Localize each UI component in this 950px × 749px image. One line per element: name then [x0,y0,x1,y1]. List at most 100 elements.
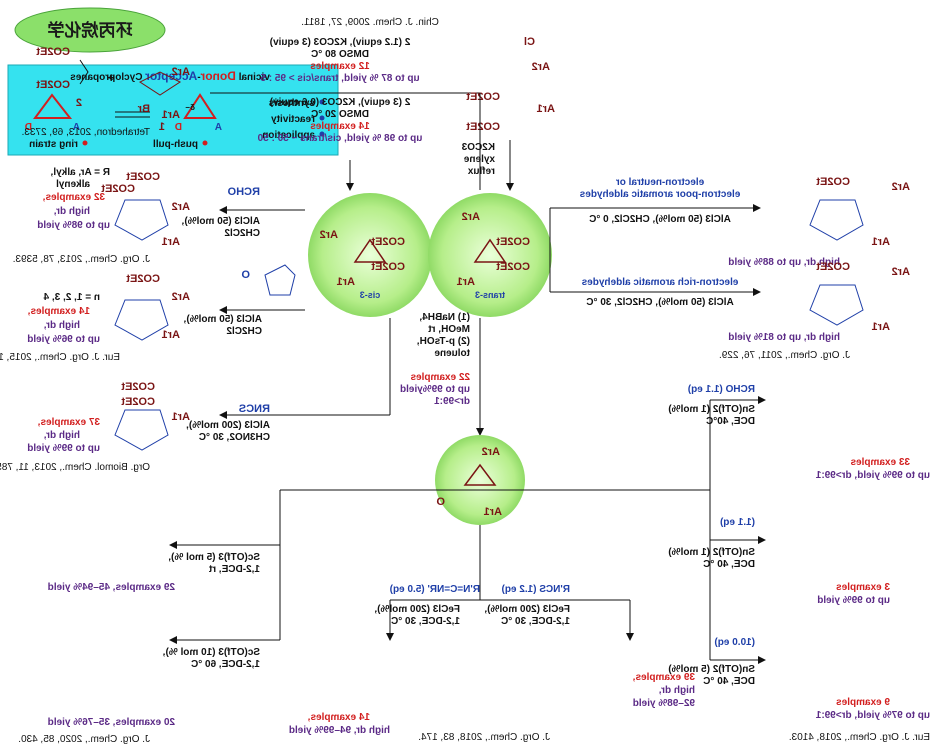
svg-text:Ar2: Ar2 [172,66,190,78]
svg-text:J. Org. Chem., 2011, 76, 229.: J. Org. Chem., 2011, 76, 229. [719,350,850,361]
svg-text:+: + [107,70,115,85]
header-reference: Chin. J. Chem. 2009, 27, 1811. [301,17,439,28]
branch-ketone-sn: (1.1 eq) Sn(OTf)2 (1 mol%) DCE, 40 °C 3 … [668,517,890,606]
svg-text:Ar2: Ar2 [172,201,190,213]
svg-text:(2) p-TsOH,: (2) p-TsOH, [417,336,470,347]
product-right-2: CO2Et Ar2 Ar1 high dr, up to 81% yield J… [719,261,910,361]
branch-carbodiimide: R'N=C=NR' (5.0 eq) FeCl3 (200 mol%), 1,2… [289,584,550,743]
svg-text:CO2Et: CO2Et [126,171,160,183]
svg-text:up to 99% yield: up to 99% yield [817,595,890,606]
svg-text:J. Org. Chem., 2018, 83, 174.: J. Org. Chem., 2018, 83, 174. [418,732,550,743]
svg-text:14 examples: 14 examples [310,121,370,132]
svg-text:up to 98 % yield, cis/trans ~: up to 98 % yield, cis/trans ~ 50 : 50 [257,133,422,144]
svg-text:up to 87 % yield, trans/cis >: up to 87 % yield, trans/cis > 95 : 5 [260,73,420,84]
svg-text:up to 97% yield, dr>99:1: up to 97% yield, dr>99:1 [815,710,930,721]
svg-text:up to 96% yield: up to 96% yield [27,334,100,345]
svg-text:K2CO3: K2CO3 [461,142,495,153]
svg-text:high dr,: high dr, [44,430,80,441]
svg-text:high dr,: high dr, [54,206,90,217]
bullet-synthesis: synthesis [268,98,315,109]
svg-text:CO2Et: CO2Et [371,236,405,248]
svg-text:CO2Et: CO2Et [36,79,70,91]
svg-text:Ar2: Ar2 [462,211,480,223]
svg-text:reflux: reflux [467,166,495,177]
center-conditions: (1) NaBH4, MeOH, rt (2) p-TsOH, toluene … [400,312,470,407]
start-malonate: CO2Et CO2Et 2 [36,46,89,109]
svg-text:J. Org. Chem., 2020, 85, 430.: J. Org. Chem., 2020, 85, 430. [18,734,150,745]
top-conditions: 2 (1.2 equiv), K2CO3 (3 equiv) DMSO 80 °… [210,37,480,144]
svg-text:Sn(OTf)2 (5 mol%): Sn(OTf)2 (5 mol%) [668,664,755,675]
svg-text:Ar1: Ar1 [484,506,502,518]
svg-text:3 examples: 3 examples [836,582,890,593]
svg-text:CO2Et: CO2Et [101,183,135,195]
svg-text:AlCl3 (50 mol%), CH2Cl2, 30 °C: AlCl3 (50 mol%), CH2Cl2, 30 °C [586,297,733,308]
svg-text:Sn(OTf)2 (1 mol%): Sn(OTf)2 (1 mol%) [668,547,755,558]
svg-text:electron-poor aromatic aldehyd: electron-poor aromatic aldehydes [579,189,740,200]
svg-text:Ar2: Ar2 [482,446,500,458]
svg-text:环丙烷化学: 环丙烷化学 [48,20,133,40]
svg-text:CO2Et: CO2Et [121,381,155,393]
svg-text:92–98% yield: 92–98% yield [633,698,695,709]
product-thf: CO2Et CO2Et Ar2 Ar1 R = Ar, alkyl, alken… [13,167,190,265]
svg-text:CH2Cl2: CH2Cl2 [226,326,262,337]
branch-anthranil-2: Sc(OTf)3 (10 mol %), 1,2-DCE, 60 °C 20 e… [18,647,260,745]
svg-text:Cl: Cl [524,36,535,48]
svg-text:R'N=C=NR' (5.0 eq): R'N=C=NR' (5.0 eq) [390,584,480,595]
cis-label: cis-3 [360,290,381,300]
svg-text:CO2Et: CO2Et [816,261,850,273]
svg-text:1,2-DCE, 30 °C: 1,2-DCE, 30 °C [501,616,570,627]
svg-text:AlCl3 (50 mol%),: AlCl3 (50 mol%), [181,216,260,227]
start-bromoenone: Ar2 Br Ar1 1 [137,66,190,133]
svg-text:O: O [436,496,445,508]
svg-text:Ar1: Ar1 [162,329,180,341]
svg-text:O: O [241,269,250,281]
prop-push-pull: push-pull [153,139,198,150]
branch-rcho-sn: RCHO (1.1 eq) Sn(OTf)2 (1 mol%) DCE, 40°… [668,384,930,481]
svg-text:R'NCS (1.2 eq): R'NCS (1.2 eq) [501,584,570,595]
svg-text:Ar1: Ar1 [872,236,890,248]
svg-text:1,2-DCE, 30 °C: 1,2-DCE, 30 °C [391,616,460,627]
svg-text:RNCS: RNCS [239,403,270,415]
svg-text:Ar1: Ar1 [337,276,355,288]
svg-text:33 examples: 33 examples [850,457,910,468]
svg-text:Ar1: Ar1 [457,276,475,288]
svg-text:Ar1: Ar1 [872,321,890,333]
branch-anthranil-1: Sc(OTf)3 (5 mol %), 1,2-DCE, rt 29 examp… [48,552,260,593]
svg-text:(1) NaBH4,: (1) NaBH4, [419,312,470,323]
svg-text:FeCl3 (200 mol%),: FeCl3 (200 mol%), [374,604,460,615]
branch-amide-sn: (10.0 eq) Sn(OTf)2 (5 mol%) DCE, 40 °C 9… [668,637,930,743]
svg-text:Sn(OTf)2 (1 mol%): Sn(OTf)2 (1 mol%) [668,404,755,415]
svg-text:electron-rich aromatic aldehyd: electron-rich aromatic aldehydes [581,277,738,288]
product-thiolane: CO2Et CO2Et Ar1 37 examples, high dr, up… [0,381,190,473]
trans-label: trans-3 [475,290,505,300]
svg-text:up to 99% yield, dr>99:1: up to 99% yield, dr>99:1 [815,470,930,481]
svg-text:Ar1: Ar1 [162,109,180,121]
svg-text:Org. Biomol. Chem., 2013, 11,: Org. Biomol. Chem., 2013, 11, 7859. [0,462,150,473]
info-title-donor: Donor [200,69,236,83]
svg-text:DCE, 40°C: DCE, 40°C [706,416,755,427]
svg-text:up to 98% yield: up to 98% yield [37,220,110,231]
svg-text:AlCl3 (200 mol%),: AlCl3 (200 mol%), [186,420,270,431]
svg-text:1,2-DCE, rt: 1,2-DCE, rt [208,564,260,575]
svg-text:CO2Et: CO2Et [126,273,160,285]
svg-text:(10.0 eq): (10.0 eq) [714,637,755,648]
svg-text:AlCl3 (50 mol%),: AlCl3 (50 mol%), [183,314,262,325]
svg-text:CO2Et: CO2Et [36,46,70,58]
title-badge: 环丙烷化学 [14,7,166,53]
lactone-sphere: Ar2 O Ar1 [435,435,525,525]
svg-text:CO2Et: CO2Et [496,261,530,273]
svg-text:high dr, 94–99% yield: high dr, 94–99% yield [289,725,390,736]
svg-text:2 (3 equiv), K2CO3 (0.6 equiv): 2 (3 equiv), K2CO3 (0.6 equiv) [270,97,411,108]
svg-text:Eur. J. Org. Chem., 2015, 1040: Eur. J. Org. Chem., 2015, 1040. [0,352,120,363]
svg-text:CO2Et: CO2Et [466,91,500,103]
svg-text:Br: Br [137,103,150,115]
svg-text:MeOH, rt: MeOH, rt [428,324,470,335]
svg-text:CO2Et: CO2Et [371,261,405,273]
svg-text:CO2Et: CO2Et [496,236,530,248]
info-title-1: vicinal [236,72,270,83]
info-box: vicinal Donor-Acceptor Cyclopropanes syn… [7,64,339,156]
svg-text:RCHO (1.1 eq): RCHO (1.1 eq) [688,384,755,395]
svg-text:39 examples,: 39 examples, [633,672,695,683]
svg-text:20 examples, 35–76% yield: 20 examples, 35–76% yield [48,717,175,728]
svg-text:Ar2: Ar2 [892,181,910,193]
